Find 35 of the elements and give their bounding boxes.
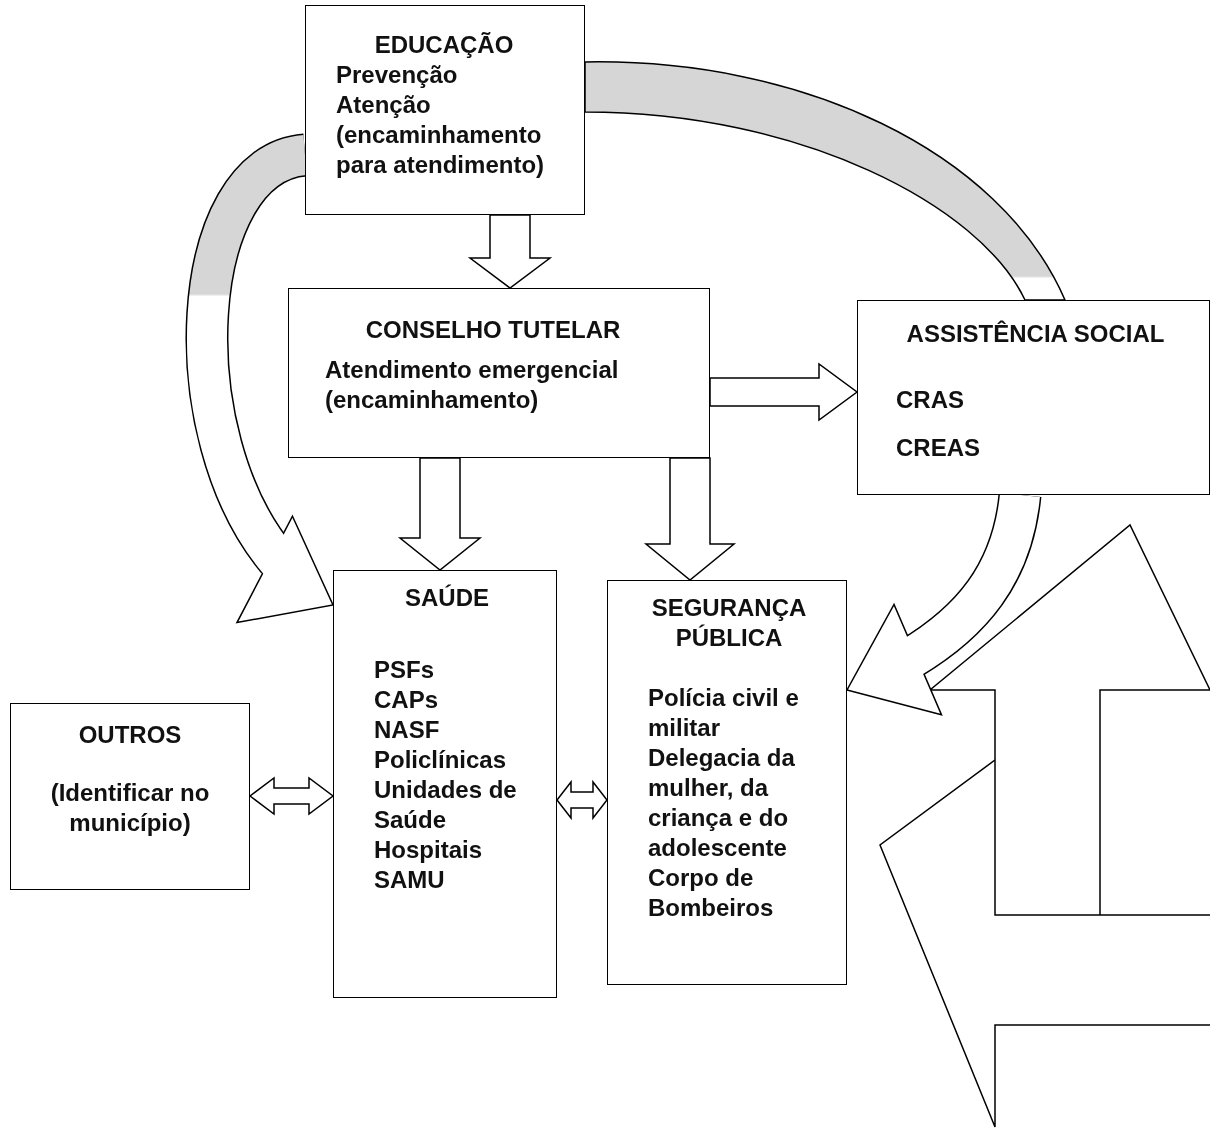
double-block-arrow [248, 776, 335, 816]
box-text: NASF [374, 715, 441, 745]
box-text: PSFs [374, 655, 436, 685]
box-text: Unidades de Saúde [374, 775, 518, 835]
block-arrow [709, 362, 859, 422]
box-text: Delegacia da mulher, da criança e do adolescente [648, 743, 796, 863]
block-arrow [643, 457, 737, 581]
box-text: CREAS [896, 433, 981, 463]
box-heading: ASSISTÊNCIA SOCIAL [905, 319, 1166, 349]
box-text: Corpo de Bombeiros [648, 863, 775, 923]
block-arrow [397, 457, 483, 571]
process-box [333, 570, 557, 998]
process-box [857, 300, 1210, 495]
box-text: (Identificar no município) [49, 778, 211, 838]
process-box [10, 703, 250, 890]
box-text: Hospitais [374, 835, 484, 865]
box-text: Prevenção [336, 60, 459, 90]
process-box [305, 5, 585, 215]
box-text: CAPs [374, 685, 440, 715]
box-heading: CONSELHO TUTELAR [364, 315, 622, 345]
process-box [288, 288, 710, 458]
curved-band-connector [584, 61, 1066, 301]
block-arrow [467, 214, 553, 289]
box-heading: SAÚDE [404, 583, 490, 613]
box-text: CRAS [896, 385, 965, 415]
box-text: Policlínicas [374, 745, 508, 775]
box-heading: SEGURANÇA PÚBLICA [650, 593, 808, 653]
box-text: Polícia civil e militar [648, 683, 800, 743]
box-heading: EDUCAÇÃO [373, 30, 515, 60]
box-text: Atendimento emergencial (encaminhamento) [325, 355, 620, 415]
box-text: SAMU [374, 865, 446, 895]
box-text: Atenção (encaminhamento para atendimento) [336, 90, 546, 180]
box-heading: OUTROS [77, 720, 183, 750]
process-box [607, 580, 847, 985]
double-block-arrow [556, 779, 608, 821]
